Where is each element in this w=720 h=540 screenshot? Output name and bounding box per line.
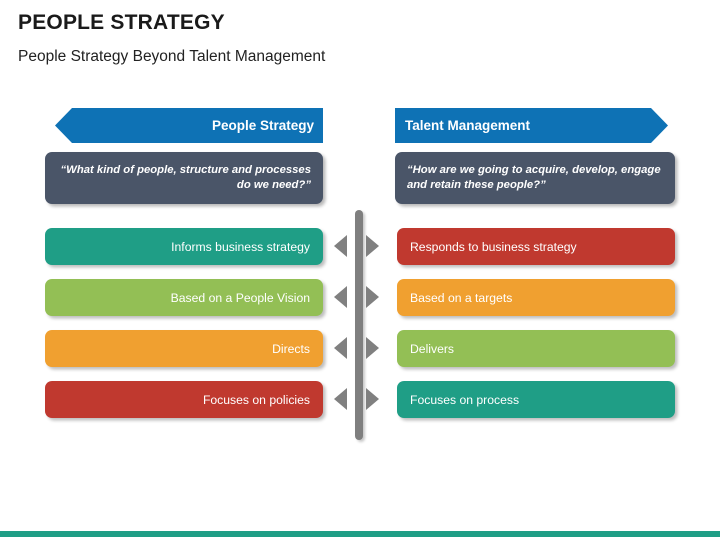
chevron-right-banner: Talent Management [395, 108, 668, 143]
right-banner-label: Talent Management [405, 118, 531, 133]
chevron-left-banner: People Strategy [55, 108, 323, 143]
left-bar-row-4: Focuses on policies [45, 381, 323, 418]
left-quote-box: “What kind of people, structure and proc… [45, 152, 323, 204]
left-banner-label: People Strategy [211, 118, 314, 133]
left-bar-label-1: Informs business strategy [171, 239, 310, 254]
triangle-left-icon-3 [334, 337, 347, 359]
right-quote-text: “How are we going to acquire, develop, e… [407, 163, 661, 191]
triangle-right-icon-2 [366, 286, 379, 308]
left-bar-label-4: Focuses on policies [202, 392, 310, 407]
page-subtitle: People Strategy Beyond Talent Management [18, 48, 326, 65]
right-bar-row-2: Based on a targets [397, 279, 675, 316]
triangle-right-icon-1 [366, 235, 379, 257]
left-bar-row-3: Directs [45, 330, 323, 367]
left-bar-row-2: Based on a People Vision [45, 279, 323, 316]
right-bar-row-4: Focuses on process [397, 381, 675, 418]
right-bar-label-3: Delivers [410, 341, 455, 356]
triangle-right-icon-3 [366, 337, 379, 359]
right-bar-label-1: Responds to business strategy [410, 239, 577, 254]
left-quote-text: “What kind of people, structure and proc… [60, 163, 311, 191]
right-bar-row-3: Delivers [397, 330, 675, 367]
right-quote-box: “How are we going to acquire, develop, e… [395, 152, 675, 204]
left-bar-label-2: Based on a People Vision [170, 290, 310, 305]
left-bar-row-1: Informs business strategy [45, 228, 323, 265]
right-bar-label-2: Based on a targets [410, 290, 513, 305]
triangle-left-icon-4 [334, 388, 347, 410]
center-divider-bar [355, 210, 363, 440]
footer-accent-bar [0, 531, 720, 537]
right-bar-label-4: Focuses on process [410, 392, 520, 407]
triangle-left-icon-1 [334, 235, 347, 257]
right-bar-row-1: Responds to business strategy [397, 228, 675, 265]
page-title: PEOPLE STRATEGY [18, 11, 225, 34]
left-bar-label-3: Directs [272, 341, 310, 356]
triangle-left-icon-2 [334, 286, 347, 308]
triangle-right-icon-4 [366, 388, 379, 410]
